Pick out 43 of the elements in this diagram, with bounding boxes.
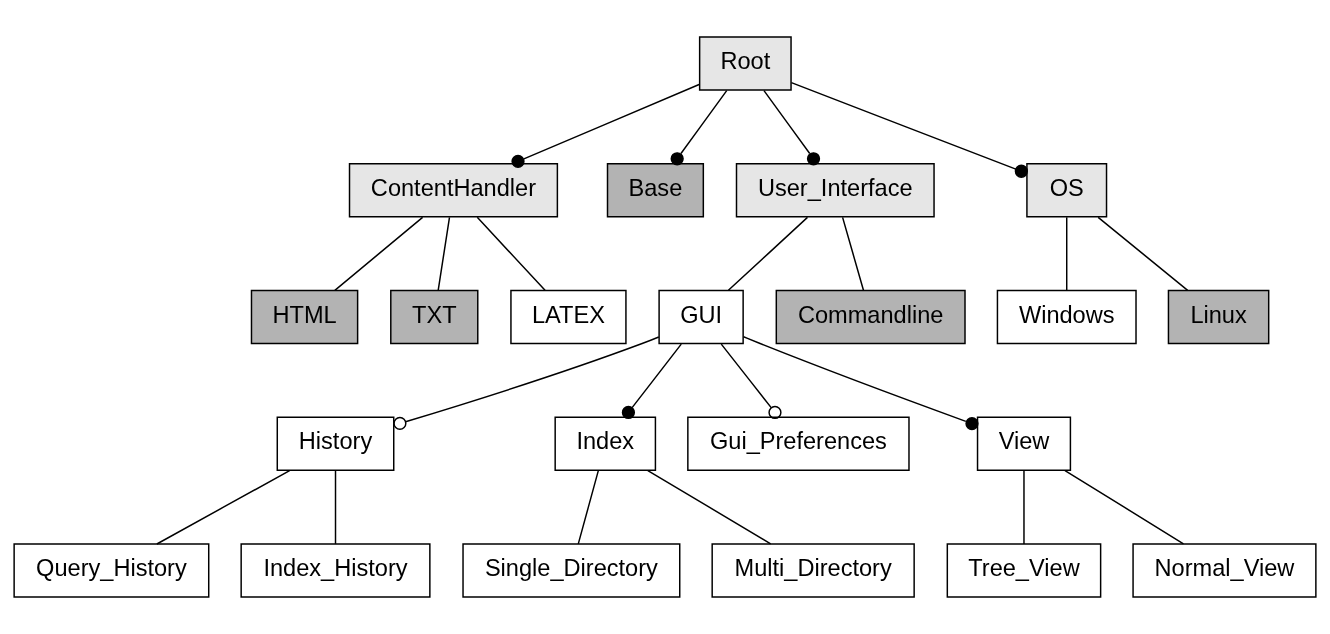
node-box: Normal_View bbox=[1132, 543, 1317, 598]
node-box: Windows bbox=[996, 289, 1137, 345]
node-box: LATEX bbox=[510, 289, 627, 345]
node-box: Index bbox=[554, 416, 657, 472]
connector bbox=[334, 216, 424, 292]
connector bbox=[727, 216, 809, 292]
connector bbox=[742, 336, 979, 431]
node-box: Single_Directory bbox=[462, 543, 681, 598]
node-box: History bbox=[276, 416, 395, 472]
node-box: Tree_View bbox=[946, 543, 1102, 598]
connector bbox=[841, 216, 865, 292]
connector bbox=[670, 89, 728, 166]
connector bbox=[393, 336, 660, 431]
connector bbox=[621, 343, 682, 420]
connector bbox=[647, 469, 772, 545]
connector bbox=[437, 216, 451, 292]
node-box: TXT bbox=[390, 289, 479, 345]
connector bbox=[720, 343, 782, 420]
connector bbox=[511, 83, 700, 168]
connector bbox=[1023, 470, 1025, 545]
node-box: View bbox=[976, 416, 1072, 472]
node-box: Multi_Directory bbox=[711, 543, 915, 598]
connector bbox=[1066, 216, 1068, 292]
connector bbox=[577, 470, 599, 545]
connector bbox=[156, 469, 291, 545]
node-box: Gui_Preferences bbox=[687, 416, 910, 472]
node-box: ContentHandler bbox=[348, 162, 559, 218]
node-box: Index_History bbox=[240, 543, 431, 598]
node-box: GUI bbox=[658, 289, 744, 345]
node-box: User_Interface bbox=[735, 162, 935, 218]
node-box: Root bbox=[698, 36, 792, 91]
node-box: OS bbox=[1026, 162, 1108, 218]
connector bbox=[1064, 469, 1185, 545]
node-box: Commandline bbox=[775, 289, 966, 345]
connector bbox=[763, 89, 821, 166]
connector bbox=[476, 216, 546, 292]
connector bbox=[1097, 216, 1189, 292]
node-box: Base bbox=[606, 162, 705, 218]
node-box: Query_History bbox=[13, 543, 210, 598]
connector bbox=[790, 81, 1028, 178]
node-box: Linux bbox=[1167, 289, 1270, 345]
node-box: HTML bbox=[250, 289, 359, 345]
connector bbox=[334, 470, 337, 545]
